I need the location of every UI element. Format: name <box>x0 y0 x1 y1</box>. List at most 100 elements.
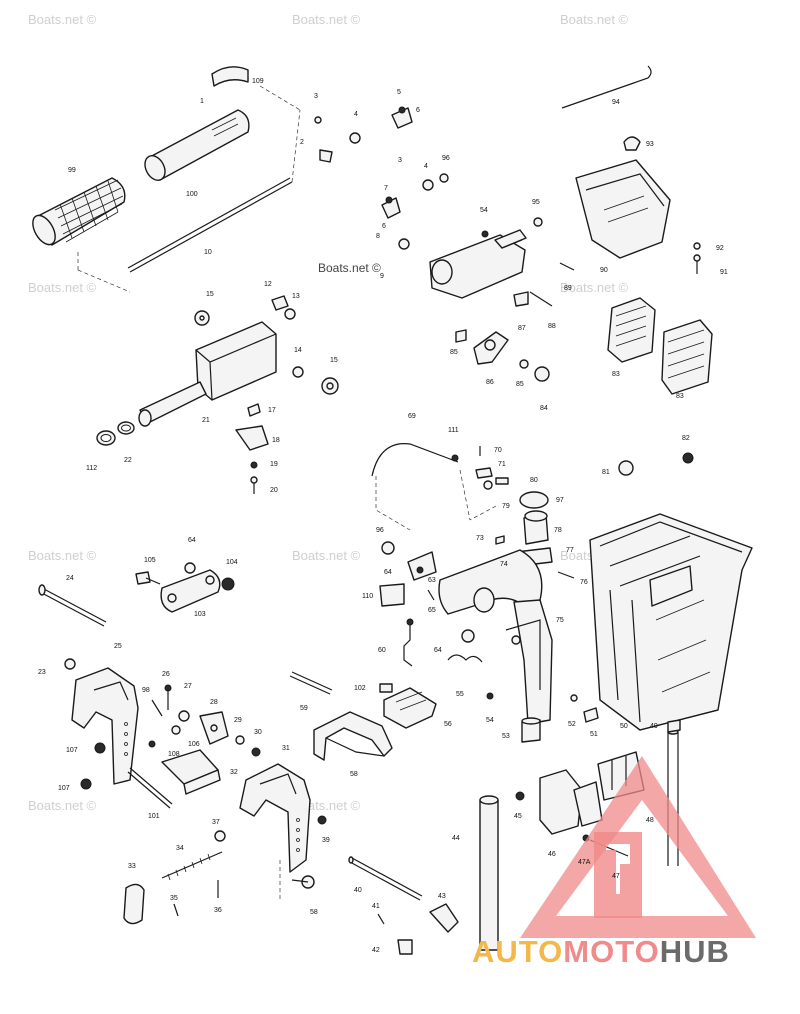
callout-label: 31 <box>282 745 290 752</box>
callout-label: 64 <box>384 569 392 576</box>
cowl-latch-assembly <box>561 65 713 395</box>
callout-label: 22 <box>124 457 132 464</box>
callout-label: 30 <box>254 729 262 736</box>
callout-label: 32 <box>230 769 238 776</box>
callout-label: 64 <box>434 647 442 654</box>
callout-label: 83 <box>676 393 684 400</box>
callout-label: 100 <box>186 191 198 198</box>
callout-label: 99 <box>68 167 76 174</box>
callout-label: 102 <box>354 685 366 692</box>
callout-label: 39 <box>322 837 330 844</box>
link-plate-assembly <box>135 562 235 613</box>
logo-part-moto: MOTO <box>563 934 659 969</box>
callout-label: 75 <box>556 617 564 624</box>
callout-label: 90 <box>600 267 608 274</box>
callout-label: 45 <box>514 813 522 820</box>
callout-label: 3 <box>398 157 402 164</box>
callout-label: 15 <box>206 291 214 298</box>
automotohub-logo: AUTOMOTOHUB <box>472 756 756 969</box>
callout-label: 77 <box>566 547 574 554</box>
watermark-text: Boats.net © <box>292 12 361 27</box>
callout-label: 89 <box>564 285 572 292</box>
callout-label: 37 <box>212 819 220 826</box>
callout-label: 20 <box>270 487 278 494</box>
callout-label: 27 <box>184 683 192 690</box>
callout-label: 105 <box>144 557 156 564</box>
tilt-tube <box>479 799 499 951</box>
callout-label: 64 <box>188 537 196 544</box>
callout-label: 18 <box>272 437 280 444</box>
callout-label: 29 <box>234 717 242 724</box>
friction-assembly <box>381 106 575 382</box>
callout-label: 112 <box>86 465 97 472</box>
callout-label: 84 <box>540 405 548 412</box>
callout-label: 13 <box>292 293 300 300</box>
watermark-text: Boats.net © <box>28 798 97 813</box>
callout-label: 103 <box>194 611 206 618</box>
callout-label: 76 <box>580 579 588 586</box>
svg-text:AUTOMOTOHUB: AUTOMOTOHUB <box>472 934 730 969</box>
callout-label: 44 <box>452 835 460 842</box>
callout-label: 17 <box>268 407 276 414</box>
callout-label: 106 <box>188 741 200 748</box>
drive-shaft-housing <box>589 513 753 731</box>
callout-label: 40 <box>354 887 362 894</box>
callout-label: 95 <box>532 199 540 206</box>
latch-wire <box>561 65 652 109</box>
callout-label: 96 <box>442 155 450 162</box>
callout-label: 78 <box>554 527 562 534</box>
callout-label: 93 <box>646 141 654 148</box>
callout-label: 8 <box>376 233 380 240</box>
callout-label: 54 <box>486 717 494 724</box>
callout-label: 56 <box>444 721 452 728</box>
callout-label: 6 <box>382 223 386 230</box>
callout-label: 28 <box>210 699 218 706</box>
callout-label: 33 <box>128 863 136 870</box>
callout-label: 74 <box>500 561 508 568</box>
callout-label: 7 <box>384 185 388 192</box>
callout-label: 65 <box>428 607 436 614</box>
callout-label: 5 <box>397 89 401 96</box>
callout-label: 58 <box>310 909 318 916</box>
callout-label: 21 <box>202 417 210 424</box>
callout-label: 110 <box>362 593 373 600</box>
callout-label: 1 <box>200 98 204 105</box>
tiller-handle-assembly <box>32 66 361 293</box>
callout-label: 111 <box>448 427 459 434</box>
callout-label: 107 <box>58 785 70 792</box>
callout-label: 25 <box>114 643 122 650</box>
callout-label: 60 <box>378 647 386 654</box>
callout-label: 101 <box>148 813 160 820</box>
swivel-tube-assembly <box>96 295 339 494</box>
callout-label: 26 <box>162 671 170 678</box>
callout-label: 82 <box>682 435 690 442</box>
callout-label: 94 <box>612 99 620 106</box>
latch-housing <box>575 159 671 259</box>
callout-label: 42 <box>372 947 380 954</box>
steering-bracket <box>429 234 526 299</box>
callout-label: 91 <box>720 269 728 276</box>
callout-label: 14 <box>294 347 302 354</box>
callout-label: 54 <box>480 207 488 214</box>
callout-label: 85 <box>450 349 458 356</box>
logo-part-hub: HUB <box>660 934 730 969</box>
callout-label: 87 <box>518 325 526 332</box>
callout-label: 43 <box>438 893 446 900</box>
callout-label: 34 <box>176 845 184 852</box>
callout-label: 85 <box>516 381 524 388</box>
clamp-band <box>211 66 249 87</box>
callout-label: 70 <box>494 447 502 454</box>
callout-label: 4 <box>424 163 428 170</box>
callout-label: 52 <box>568 721 576 728</box>
handle-grip <box>32 177 126 246</box>
callout-label: 6 <box>416 107 420 114</box>
callout-label: 15 <box>330 357 338 364</box>
watermark-text: Boats.net © <box>560 12 629 27</box>
transom-bracket-right <box>123 763 327 925</box>
watermark-text: Boats.net © <box>28 548 97 563</box>
callout-label: 49 <box>650 723 658 730</box>
callout-label: 88 <box>548 323 556 330</box>
callout-label: 55 <box>456 691 464 698</box>
swivel-bracket <box>379 541 553 729</box>
